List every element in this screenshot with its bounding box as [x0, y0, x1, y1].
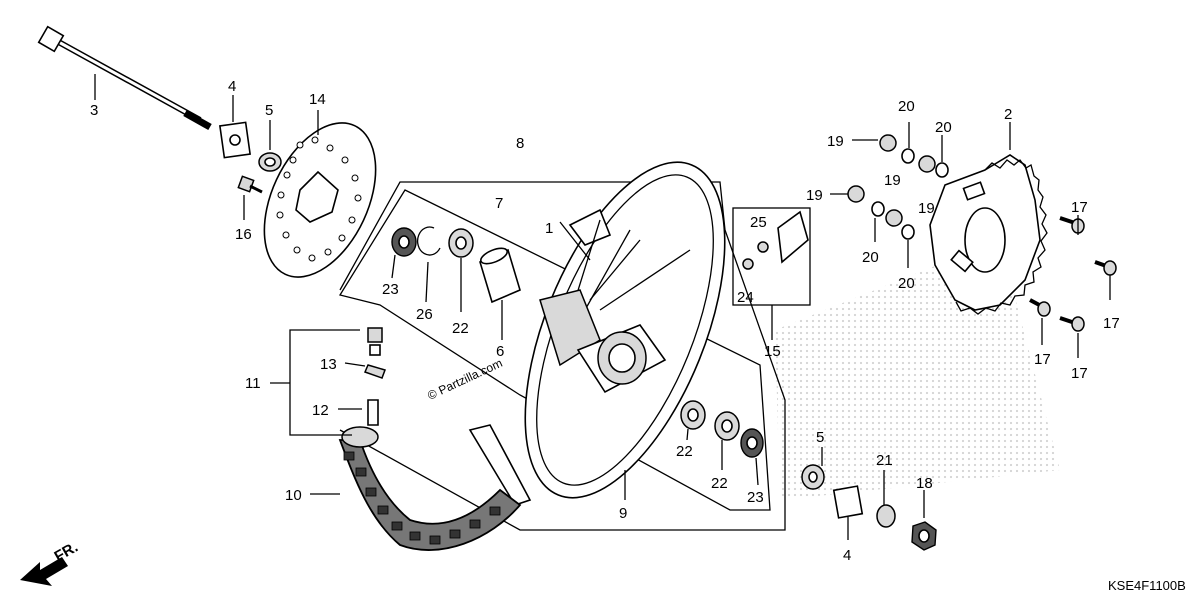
right-adjuster-plate-part: [832, 485, 864, 519]
callout-17-c: 17: [1034, 351, 1051, 368]
callout-19-d: 19: [918, 200, 935, 217]
circlip-part: [416, 226, 441, 256]
disc-bolt-part: [237, 175, 263, 194]
callout-10: 10: [285, 487, 302, 504]
callout-24: 24: [737, 289, 754, 306]
callout-2: 2: [1004, 106, 1012, 123]
axle-part: [37, 25, 212, 131]
callout-12: 12: [312, 402, 329, 419]
callout-21: 21: [876, 452, 893, 469]
bearing-right-1-part: [680, 400, 706, 430]
callout-13: 13: [320, 356, 337, 373]
front-direction-arrow-icon: [20, 557, 68, 586]
hub-assembly-outline: [338, 189, 771, 511]
bearing-left-part: [391, 227, 417, 257]
sprocket-bolts-part: [1029, 216, 1117, 332]
callout-17-a: 17: [1071, 199, 1088, 216]
diagram-code: KSE4F1100B: [1108, 578, 1186, 593]
callout-19-a: 19: [827, 133, 844, 150]
callout-19-c: 19: [884, 172, 901, 189]
bearing-right-2-part: [714, 411, 740, 441]
driven-sprocket-part: [929, 154, 1048, 315]
callout-26: 26: [416, 306, 433, 323]
spokes-part: [574, 219, 691, 311]
sprocket-guard-plate-part: [777, 210, 809, 264]
callout-22-c: 22: [711, 475, 728, 492]
valve-cap-part: [363, 327, 386, 379]
wheel-assembly-outline: [339, 181, 786, 531]
callout-25: 25: [750, 214, 767, 231]
callout-23-b: 23: [747, 489, 764, 506]
washer-part: [876, 504, 896, 528]
tube-part: [341, 399, 379, 448]
callout-11: 11: [245, 375, 261, 392]
tire-group-bracket: [289, 329, 360, 436]
callout-16: 16: [235, 226, 252, 243]
callout-20-d: 20: [898, 275, 915, 292]
callout-5-top: 5: [265, 102, 273, 119]
callout-17-d: 17: [1071, 365, 1088, 382]
callout-19-b: 19: [806, 187, 823, 204]
callout-14: 14: [309, 91, 326, 108]
callout-7: 7: [495, 195, 503, 212]
callout-1: 1: [545, 220, 553, 237]
tire-part: [338, 439, 522, 551]
callout-22-b: 22: [676, 443, 693, 460]
sprocket-nuts-washers: [847, 134, 949, 240]
callout-20-b: 20: [935, 119, 952, 136]
callout-15: 15: [764, 343, 781, 360]
callout-18: 18: [916, 475, 933, 492]
callout-8: 8: [516, 135, 524, 152]
callout-17-b: 17: [1103, 315, 1120, 332]
callout-5-bottom: 5: [816, 429, 824, 446]
callout-23-a: 23: [382, 281, 399, 298]
callout-9: 9: [619, 505, 627, 522]
distance-collar-part: [479, 247, 521, 304]
axle-nut-part: [911, 521, 937, 551]
bearing-inner-part: [448, 228, 474, 258]
bearing-right-3-part: [740, 428, 764, 458]
callout-4-top: 4: [228, 78, 236, 95]
callout-6: 6: [496, 343, 504, 360]
callout-20-a: 20: [898, 98, 915, 115]
callout-20-c: 20: [862, 249, 879, 266]
right-collar-part: [801, 464, 825, 490]
hub-part: [539, 289, 667, 394]
brake-disc-part: [263, 122, 377, 278]
watermark-text: © Partzilla.com: [425, 356, 504, 403]
callout-4-bottom: 4: [843, 547, 851, 564]
callout-22-a: 22: [452, 320, 469, 337]
callout-3: 3: [90, 102, 98, 119]
